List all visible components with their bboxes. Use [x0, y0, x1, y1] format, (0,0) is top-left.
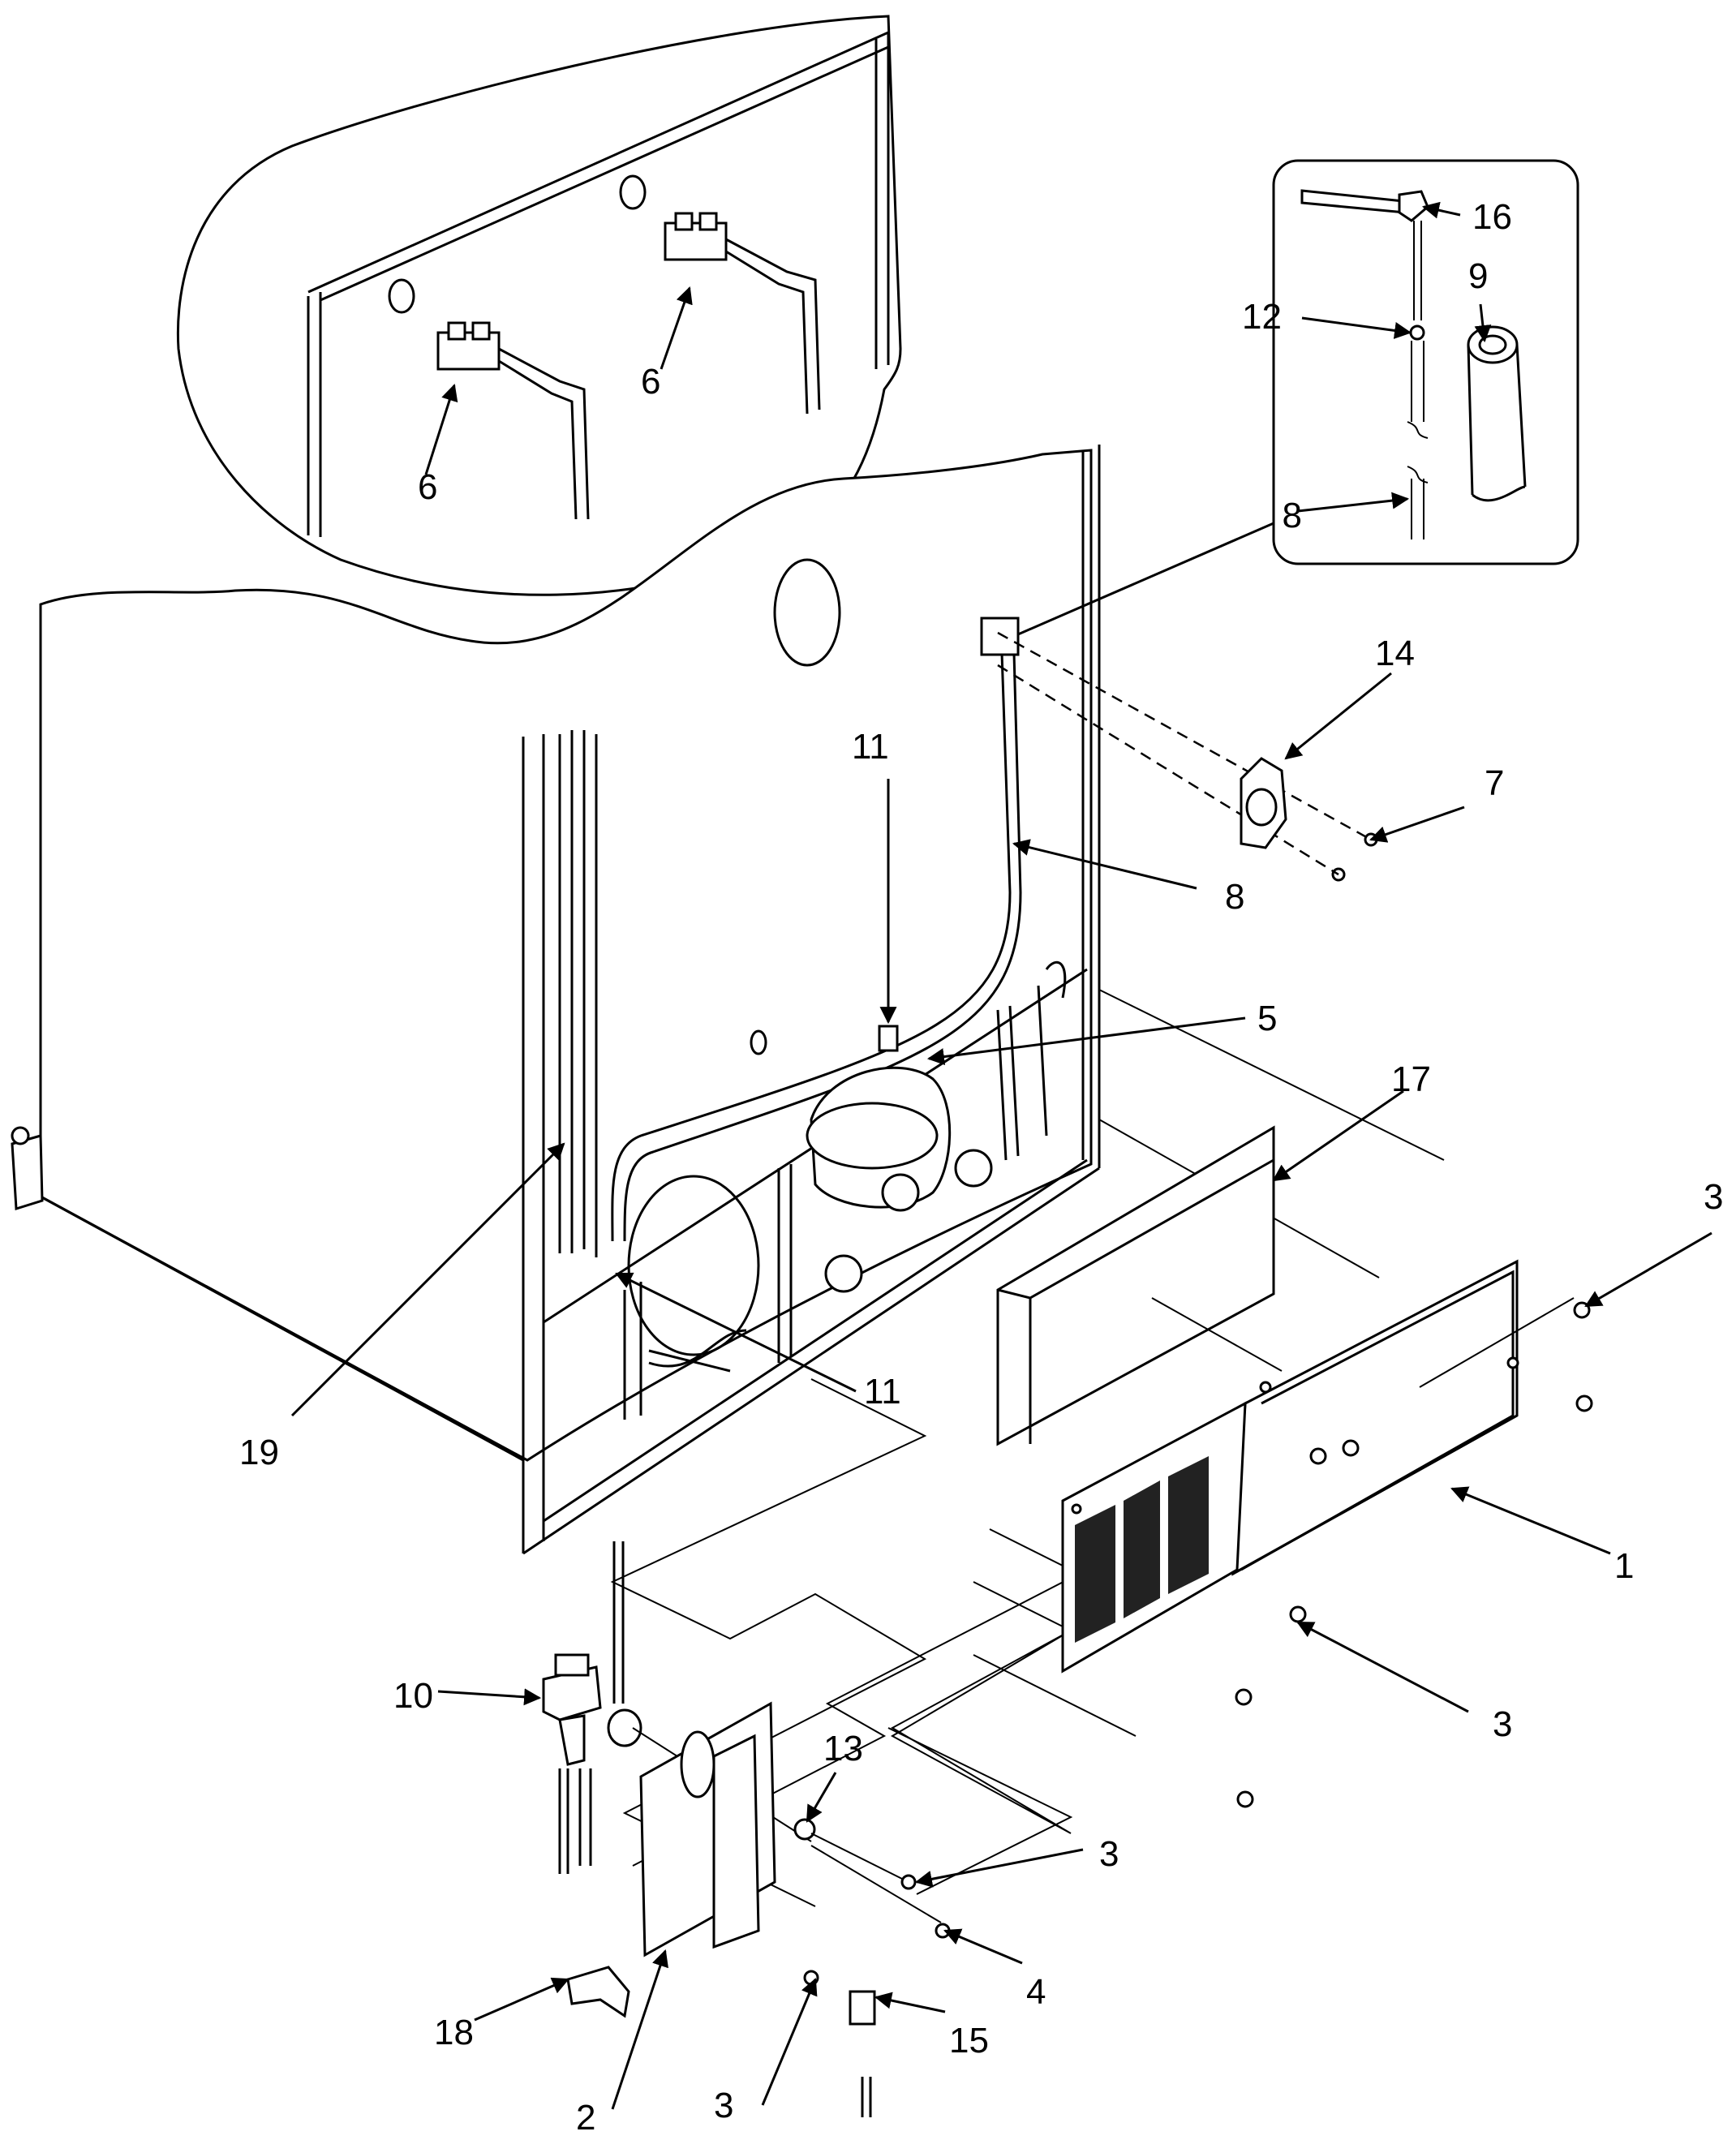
screws: [1235, 832, 1593, 1808]
callout-3b: 3: [1493, 1704, 1512, 1744]
leader-arrows: [290, 201, 1712, 2110]
callout-labels: 6 6 16 12 9 8 14 7 8 11 5 17 3 11 19 1 3…: [239, 197, 1723, 2138]
grille-panel: [1061, 1401, 1247, 1674]
callout-6a: 6: [418, 467, 437, 507]
callout-8a: 8: [1283, 496, 1302, 535]
callout-12: 12: [1242, 297, 1282, 337]
callout-3c: 3: [1099, 1834, 1119, 1874]
thermostat-bracket-right: [664, 212, 821, 415]
bottom-components: [542, 1541, 951, 2117]
callout-4: 4: [1026, 1972, 1046, 2012]
callout-1: 1: [1614, 1546, 1634, 1586]
drain-cup-assembly: [997, 522, 1372, 876]
magnified-top-view: [176, 15, 902, 596]
callout-13: 13: [823, 1729, 863, 1768]
callout-16: 16: [1472, 197, 1512, 237]
rear-cover-panel: [1223, 1259, 1519, 1576]
inset-detail-box: [1272, 159, 1579, 565]
callout-18: 18: [434, 2013, 474, 2052]
refrigerator-cabinet: [11, 445, 1101, 1555]
callout-3d: 3: [714, 2086, 733, 2125]
callout-10: 10: [393, 1676, 433, 1716]
callout-15: 15: [949, 2021, 989, 2061]
callout-7: 7: [1485, 763, 1504, 803]
callout-9: 9: [1468, 256, 1488, 296]
callout-14: 14: [1375, 634, 1415, 673]
callout-5: 5: [1257, 999, 1277, 1038]
callout-17: 17: [1391, 1059, 1431, 1099]
callout-19: 19: [239, 1433, 279, 1472]
callout-6b: 6: [641, 362, 660, 402]
callout-2: 2: [576, 2098, 595, 2136]
callout-11b: 11: [864, 1372, 901, 1412]
callout-3a: 3: [1704, 1177, 1723, 1217]
thermostat-bracket-left: [436, 321, 590, 520]
insulation-panel: [996, 1125, 1283, 1446]
callout-8b: 8: [1225, 877, 1244, 917]
callout-11a: 11: [852, 727, 889, 767]
